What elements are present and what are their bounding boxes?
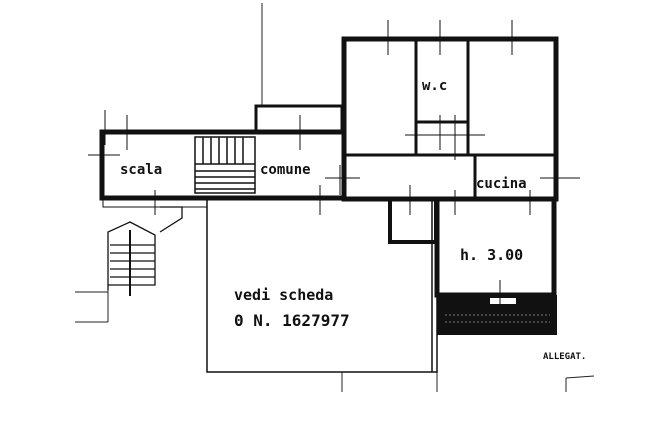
balcony xyxy=(437,295,557,335)
stairs xyxy=(194,136,256,194)
room-label-common: comune xyxy=(260,162,311,178)
margin-note: ALLEGAT. xyxy=(543,352,586,362)
room-height-label: h. 3.00 xyxy=(460,246,523,264)
left-wing-walls xyxy=(99,104,347,208)
room-label-kitchen: cucina xyxy=(476,176,527,192)
main-block-walls xyxy=(341,36,559,202)
room-label-stairs: scala xyxy=(120,162,162,178)
room-label-wc: w.c xyxy=(422,78,447,94)
reference-label-line1: vedi scheda xyxy=(234,286,333,304)
reference-label-line2: 0 N. 1627977 xyxy=(234,311,350,330)
lower-walls xyxy=(206,196,557,373)
axis-marks xyxy=(88,20,580,305)
reference-lines xyxy=(75,3,595,392)
external-stairs xyxy=(107,206,183,296)
